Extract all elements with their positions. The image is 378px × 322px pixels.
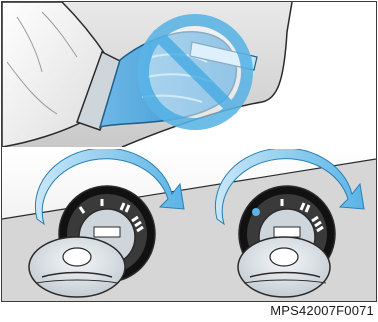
hand-key-illustration <box>2 2 376 147</box>
prohibited-icon <box>143 20 247 124</box>
key-hole <box>63 248 91 266</box>
key-hole <box>270 248 298 266</box>
position-indicator-dot <box>252 208 260 216</box>
figure-frame <box>1 1 377 302</box>
key-slot <box>274 227 300 237</box>
key-head <box>29 237 125 297</box>
bottom-illustration-panel <box>2 149 376 301</box>
top-illustration-panel <box>2 2 376 147</box>
key-head <box>238 237 330 297</box>
key-slot <box>94 227 120 237</box>
figure-caption: MPS42007F0071 <box>270 302 374 320</box>
ignition-positions-illustration <box>2 149 376 301</box>
